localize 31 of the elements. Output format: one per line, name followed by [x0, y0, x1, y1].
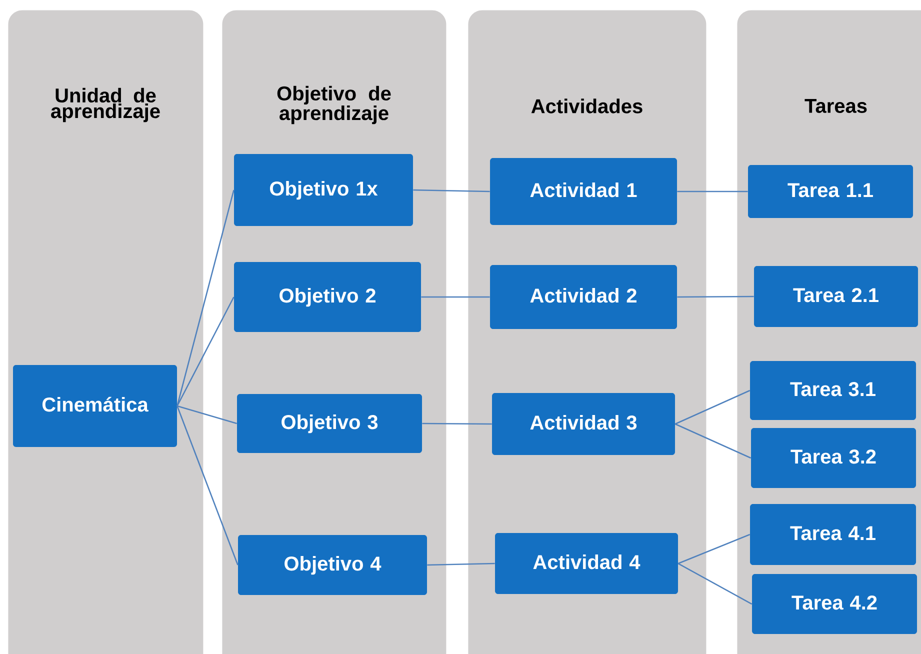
process-box: Cinemática	[13, 365, 177, 447]
process-box: Tarea 3.1	[750, 361, 916, 420]
column-heading: Objetivo de aprendizaje	[277, 86, 391, 124]
process-box: Actividad 1	[490, 158, 677, 225]
process-box: Actividad 2	[490, 265, 677, 329]
connector-line	[427, 562, 495, 566]
connector-line	[422, 422, 492, 425]
process-box: Tarea 1.1	[748, 165, 913, 218]
column-heading: Actividades	[531, 98, 642, 114]
process-box: Actividad 4	[495, 533, 678, 594]
column-heading: Unidad de aprendizaje	[51, 88, 160, 122]
connector-line	[413, 189, 490, 192]
connector-line	[176, 296, 234, 406]
connector-line	[176, 406, 238, 566]
connector-line	[177, 405, 237, 424]
connector-line	[674, 423, 752, 459]
column-heading: Tareas	[804, 99, 867, 113]
process-box: Objetivo 3	[237, 394, 422, 453]
connector-line	[176, 190, 234, 406]
connector-line	[678, 562, 752, 605]
process-box: Objetivo 1x	[234, 154, 413, 226]
process-box: Tarea 2.1	[754, 266, 918, 327]
process-box: Tarea 3.2	[751, 428, 916, 488]
process-box: Objetivo 2	[234, 262, 421, 332]
process-box: Actividad 3	[492, 393, 675, 455]
connector-line	[421, 296, 490, 298]
process-box: Tarea 4.2	[752, 574, 917, 634]
process-box: Tarea 4.1	[750, 504, 916, 565]
process-box: Objetivo 4	[238, 535, 427, 595]
connector-line	[677, 296, 754, 298]
connector-line	[677, 190, 748, 192]
